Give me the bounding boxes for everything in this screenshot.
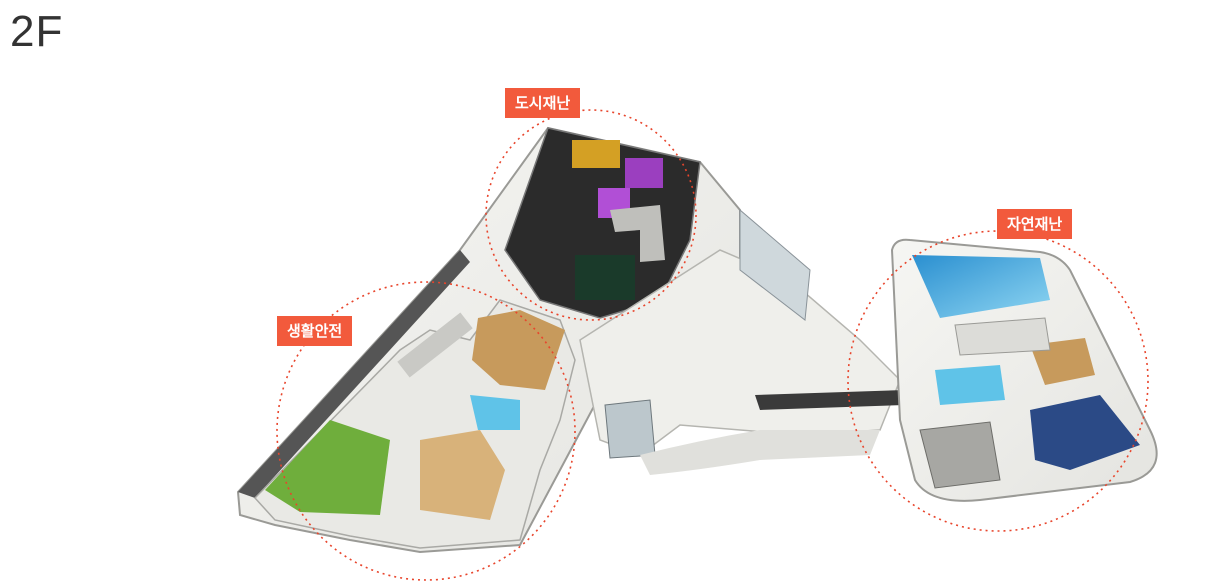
life-room-garden [265,420,390,515]
right-wing-building [890,238,1158,502]
zone-tag-urban-disaster[interactable]: 도시재난 [505,88,581,118]
life-room-kitchen [420,430,505,520]
left-wing-building [236,126,741,554]
urban-room-purple-1 [625,158,663,188]
urban-room-dark-maze [575,255,635,300]
zone-outline-life [276,281,576,581]
floor-title: 2F [10,7,64,56]
life-room-classroom [472,310,565,390]
stair-glass-box [604,399,656,459]
life-room-cyan [470,395,520,430]
zone-tag-natural-disaster[interactable]: 자연재난 [997,209,1073,239]
zone-outline-urban [485,109,697,321]
life-corridor-wall [397,312,473,378]
urban-maze-walls [610,205,665,262]
central-atrium [579,208,905,475]
zone-outlines [276,109,1149,581]
natural-room-cyan [935,365,1005,405]
zone-tag-life-safety[interactable]: 생활안전 [277,316,353,346]
natural-room-wall [954,317,1051,356]
zone-outline-natural [847,230,1149,532]
escalator [755,390,905,410]
glass-curtain-wall [739,208,811,321]
natural-room-tsunami [912,255,1050,318]
lower-walkway [640,430,880,475]
natural-room-dome [1030,395,1140,470]
left-wing-outer-wall [238,250,470,498]
natural-room-grey-booth [919,421,1001,489]
urban-room-fire [572,140,620,168]
